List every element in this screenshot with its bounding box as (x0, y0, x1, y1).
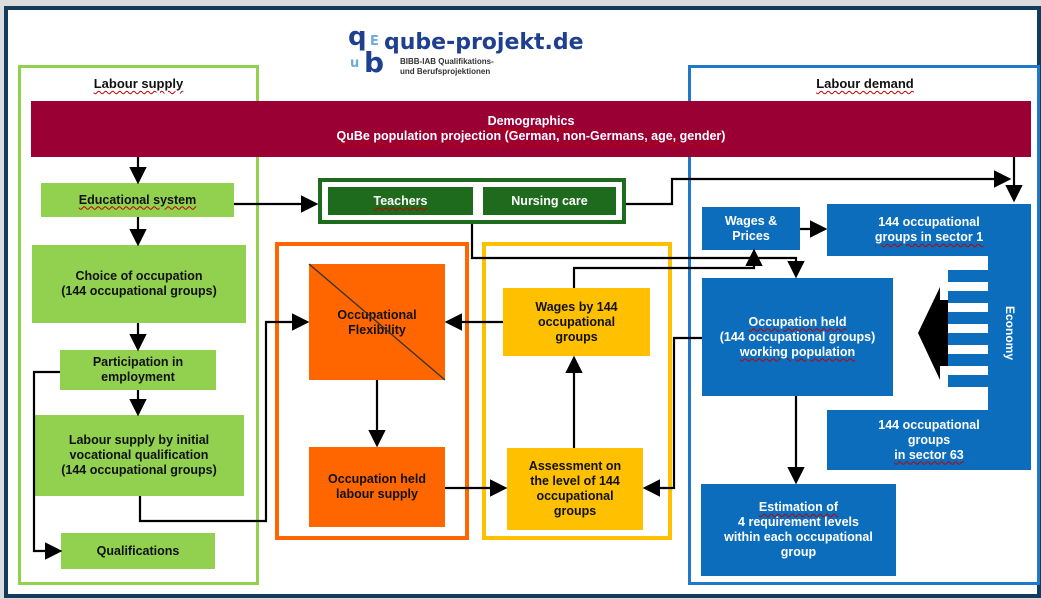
economy-big-arrow-body (938, 300, 948, 366)
demographics-banner: Demographics QuBe population projection … (31, 101, 1031, 157)
logo-mark-q: q (348, 22, 367, 52)
participation-box: Participation in employment (60, 350, 216, 390)
qube-logo: q E u b qube-projekt.de BIBB-IAB Qualifi… (348, 22, 618, 80)
economy-box: Economy (988, 256, 1031, 410)
choice-of-occupation-box: Choice of occupation (144 occupational g… (32, 245, 246, 323)
occupation-held-supply-box: Occupation held labour supply (309, 447, 445, 527)
logo-title: qube-projekt.de (384, 30, 584, 55)
arrow-public-to-occupation-held (470, 224, 805, 279)
economy-big-arrow (918, 287, 940, 380)
labour-supply-panel (18, 65, 259, 585)
labour-supply-title: Labour supply (93, 76, 184, 91)
flexibility-panel (275, 242, 469, 540)
labour-supply-by-qualification-box: Labour supply by initial vocational qual… (34, 415, 244, 496)
logo-mark-e: E (370, 34, 379, 49)
wages-by-occupation-box: Wages by 144 occupational groups (503, 288, 650, 356)
arrow-participation-to-qualifications (32, 370, 63, 560)
sector-bar (948, 291, 988, 303)
wages-prices-box: Wages & Prices (702, 207, 800, 250)
logo-mark-u: u (350, 56, 360, 71)
flexibility-diagonal (308, 263, 446, 381)
arrow-supply-to-flexibility (138, 313, 310, 523)
labour-demand-title: Labour demand (816, 76, 914, 91)
sector-63-box: 144 occupational groups in sector 63 (827, 410, 1031, 470)
estimation-box: Estimation of 4 requirement levels withi… (701, 484, 896, 576)
occupation-held-working-box: Occupation held (144 occupational groups… (702, 278, 893, 396)
teachers-box: Teachers (328, 187, 473, 215)
demographics-title: Demographics (487, 114, 575, 128)
educational-system-box: Educational system (41, 183, 234, 217)
sector-bar (948, 312, 988, 324)
nursing-care-box: Nursing care (483, 187, 616, 215)
sector-bar (948, 333, 988, 345)
qualifications-box: Qualifications (61, 533, 215, 569)
sector-bar (948, 375, 988, 387)
arrow-occupation-to-assessment (642, 336, 702, 497)
arrow-public-to-demographics (626, 170, 1012, 206)
economy-label: Economy (1003, 305, 1017, 360)
arrow-wages-to-wages-prices (572, 248, 763, 288)
labour-demand-panel (688, 65, 1040, 585)
assessment-box: Assessment on the level of 144 occupatio… (507, 448, 643, 530)
wages-panel (482, 242, 672, 540)
logo-subtitle-1: BIBB-IAB Qualifikations- (400, 57, 494, 66)
logo-mark-b: b (364, 46, 385, 79)
logo-subtitle-2: und Berufsprojektionen (400, 67, 491, 76)
sector-bar (948, 270, 988, 282)
demographics-subtitle: QuBe population projection (German, non-… (336, 129, 726, 143)
sector-bar (948, 354, 988, 366)
sector-1-box: 144 occupational groups in sector 1 (827, 204, 1031, 256)
